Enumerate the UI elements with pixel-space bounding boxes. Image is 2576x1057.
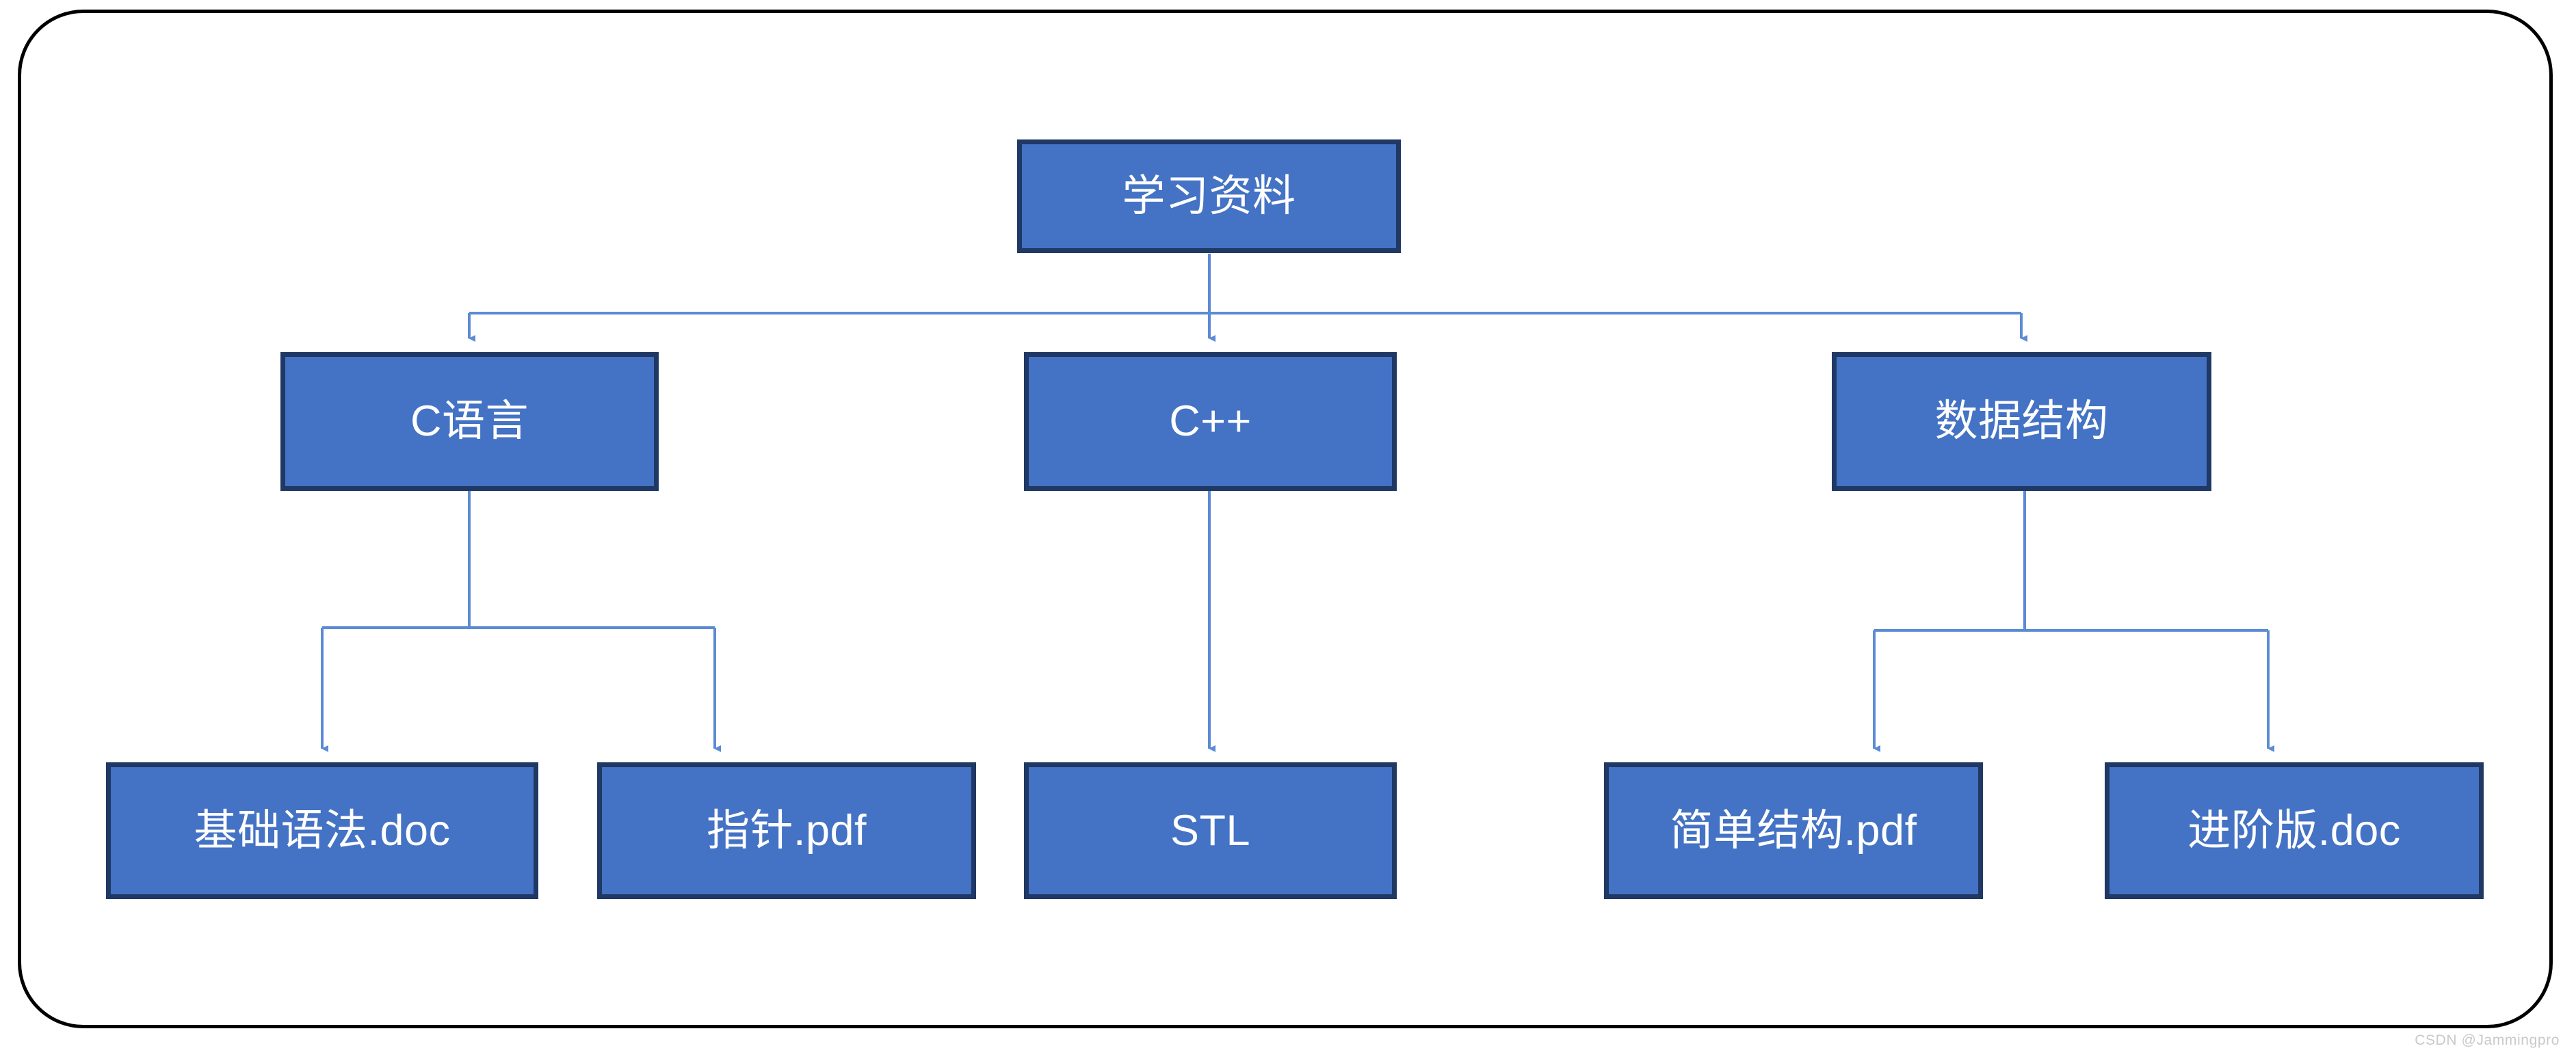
node-data-structure[interactable]: 数据结构 xyxy=(1832,352,2211,491)
node-cpp[interactable]: C++ xyxy=(1024,352,1397,491)
node-c-language-label: C语言 xyxy=(410,397,529,445)
node-advanced-doc[interactable]: 进阶版.doc xyxy=(2105,762,2484,899)
node-basic-syntax-doc-label: 基础语法.doc xyxy=(194,806,451,855)
node-root-label: 学习资料 xyxy=(1122,172,1296,220)
outer-rounded-frame xyxy=(18,10,2553,1028)
node-data-structure-label: 数据结构 xyxy=(1934,397,2109,445)
node-advanced-doc-label: 进阶版.doc xyxy=(2187,806,2401,855)
node-simple-structure-pdf[interactable]: 简单结构.pdf xyxy=(1604,762,1983,899)
node-c-language[interactable]: C语言 xyxy=(280,352,659,491)
node-pointer-pdf-label: 指针.pdf xyxy=(706,806,867,855)
watermark-text: CSDN @Jammingpro xyxy=(2415,1032,2560,1048)
node-cpp-label: C++ xyxy=(1169,397,1252,445)
node-pointer-pdf[interactable]: 指针.pdf xyxy=(597,762,976,899)
node-stl[interactable]: STL xyxy=(1024,762,1397,899)
node-simple-structure-pdf-label: 简单结构.pdf xyxy=(1670,806,1917,855)
node-stl-label: STL xyxy=(1170,806,1251,855)
node-basic-syntax-doc[interactable]: 基础语法.doc xyxy=(106,762,538,899)
node-root[interactable]: 学习资料 xyxy=(1017,139,1401,253)
